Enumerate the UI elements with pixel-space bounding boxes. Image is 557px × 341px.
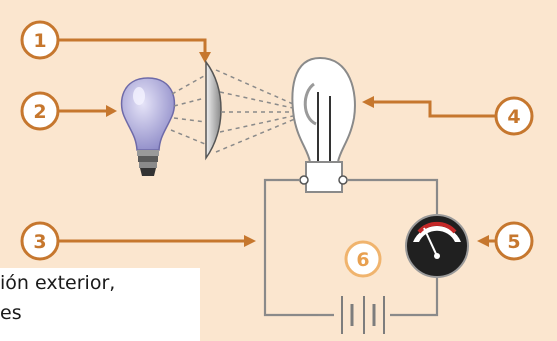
ammeter-icon <box>405 214 469 278</box>
svg-text:5: 5 <box>507 231 520 253</box>
svg-text:6: 6 <box>356 249 369 271</box>
incoming-rays <box>170 75 207 145</box>
label-2: 2 <box>20 91 60 131</box>
battery-icon <box>334 288 390 334</box>
label-1: 1 <box>20 20 60 60</box>
label-5: 5 <box>494 221 534 261</box>
label-6: 6 <box>344 240 382 278</box>
photocell-icon <box>291 56 356 193</box>
leader-arrowhead-1 <box>199 52 211 63</box>
label-3: 3 <box>20 221 60 261</box>
svg-text:3: 3 <box>33 231 46 253</box>
leader-arrowhead-2 <box>106 105 117 117</box>
leader-arrowhead-3 <box>244 235 256 247</box>
svg-text:2: 2 <box>33 101 46 123</box>
leader-arrowhead-4 <box>362 96 374 108</box>
leader-line-1 <box>58 38 207 55</box>
caption-line-1: ión exterior, <box>0 272 116 294</box>
light-bulb-icon <box>120 77 176 176</box>
leader-arrowhead-5 <box>477 235 489 247</box>
lens-icon <box>205 59 222 161</box>
caption-line-2: es <box>0 302 22 324</box>
svg-text:4: 4 <box>507 106 520 128</box>
leader-line-4 <box>372 100 496 118</box>
current-arrows <box>264 179 438 316</box>
svg-text:1: 1 <box>33 30 46 52</box>
converging-rays <box>215 69 303 153</box>
caption-text: ión exterior, es <box>0 268 200 341</box>
label-4: 4 <box>494 96 534 136</box>
